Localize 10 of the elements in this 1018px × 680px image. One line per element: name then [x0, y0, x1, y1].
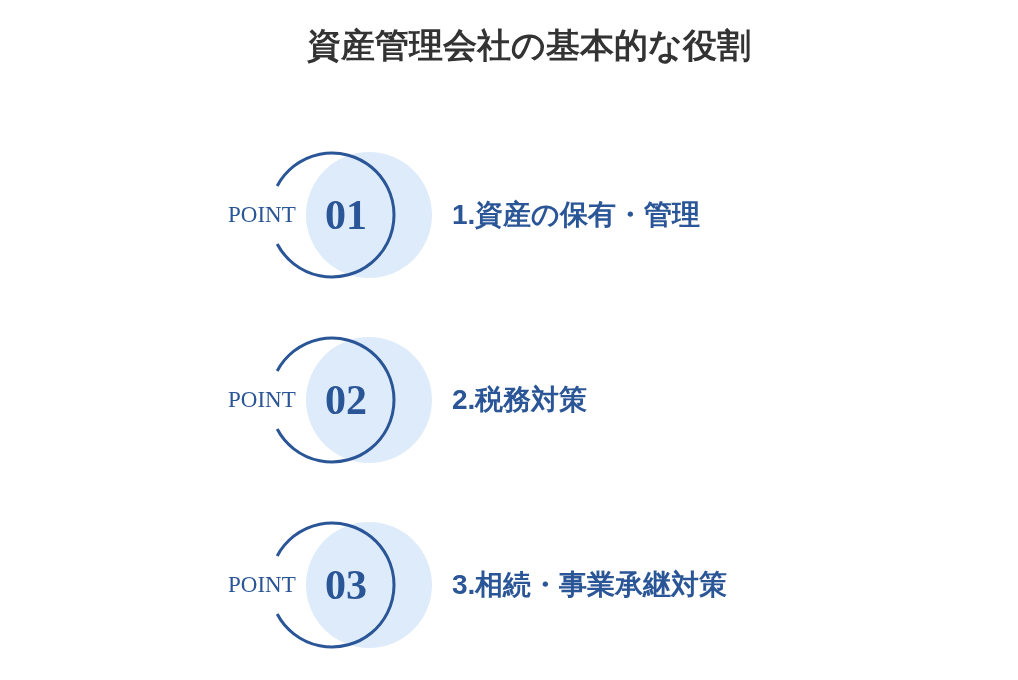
point-number: 01 [325, 192, 367, 238]
point-heading: 1.資産の保有・管理 [452, 198, 701, 232]
point-number: 03 [325, 562, 367, 608]
title: 資産管理会社の基本的な役割 [307, 26, 751, 66]
point-number: 02 [325, 377, 367, 423]
point-label: POINT [228, 202, 296, 228]
point-heading: 2.税務対策 [452, 383, 588, 417]
point-label: POINT [228, 387, 296, 413]
point-heading: 3.相続・事業承継対策 [452, 568, 728, 602]
point-label: POINT [228, 572, 296, 598]
